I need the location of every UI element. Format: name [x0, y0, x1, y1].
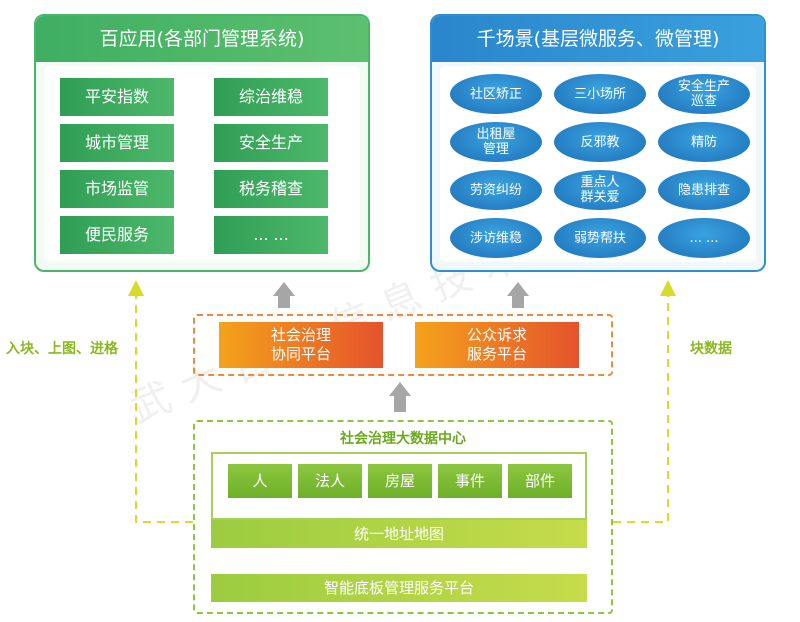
- right-connector-arrow: [660, 280, 676, 296]
- data-center-frame: [193, 420, 613, 614]
- scenarios-panel-body: 社区矫正 三小场所 安全生产巡查 出租屋管理 反邪教 精防 劳资纠纷 重点人群关…: [440, 66, 756, 262]
- applications-panel-body: 平安指数 综治维稳 城市管理 安全生产 市场监管 税务稽查 便民服务 ... .…: [44, 66, 360, 262]
- public-service-platform: 公众诉求服务平台: [415, 322, 579, 368]
- social-governance-platform: 社会治理协同平台: [219, 322, 383, 368]
- app-item: 城市管理: [60, 124, 174, 162]
- scenario-item: 精防: [658, 122, 750, 162]
- social-governance-platform-label: 社会治理协同平台: [270, 326, 331, 363]
- scenario-item: 安全生产巡查: [658, 74, 750, 114]
- scenarios-panel: 千场景(基层微服务、微管理) 社区矫正 三小场所 安全生产巡查 出租屋管理 反邪…: [430, 14, 766, 272]
- app-item: 市场监管: [60, 170, 174, 208]
- scenario-item: 三小场所: [554, 74, 646, 114]
- scenario-item: 弱势帮扶: [554, 218, 646, 258]
- data-cell: 房屋: [368, 464, 432, 498]
- right-connector-line: [613, 292, 669, 523]
- right-side-label: 块数据: [690, 341, 732, 357]
- app-item: 安全生产: [214, 124, 328, 162]
- public-service-platform-label: 公众诉求服务平台: [466, 326, 527, 363]
- data-cell: 部件: [508, 464, 572, 498]
- scenario-item: 劳资纠纷: [450, 170, 542, 210]
- scenario-item: 社区矫正: [450, 74, 542, 114]
- app-item: 平安指数: [60, 78, 174, 116]
- unified-address-map-bar: 统一地址地图: [211, 520, 587, 548]
- scenario-item: ... ...: [658, 218, 750, 258]
- app-item: ... ...: [214, 216, 328, 254]
- scenario-item-label: 重点人群关爱: [580, 175, 620, 205]
- base-platform-bar: 智能底板管理服务平台: [211, 574, 587, 602]
- scenario-item: 隐患排查: [658, 170, 750, 210]
- platforms-frame: [193, 314, 613, 376]
- scenario-item-label: 安全生产巡查: [678, 79, 731, 109]
- app-item: 便民服务: [60, 216, 174, 254]
- data-center-title: 社会治理大数据中心: [340, 431, 466, 447]
- scenario-item: 重点人群关爱: [554, 170, 646, 210]
- scenarios-panel-title: 千场景(基层微服务、微管理): [432, 16, 764, 62]
- app-item: 税务稽查: [214, 170, 328, 208]
- scenario-item-label: 出租屋管理: [476, 127, 516, 157]
- scenario-item: 涉访维稳: [450, 218, 542, 258]
- data-cell: 事件: [438, 464, 502, 498]
- applications-panel-title: 百应用(各部门管理系统): [36, 16, 368, 62]
- data-cell: 人: [228, 464, 292, 498]
- scenario-item: 出租屋管理: [450, 122, 542, 162]
- applications-panel: 百应用(各部门管理系统) 平安指数 综治维稳 城市管理 安全生产 市场监管 税务…: [34, 14, 370, 272]
- left-connector-arrow: [128, 280, 144, 296]
- app-item: 综治维稳: [214, 78, 328, 116]
- data-cell: 法人: [298, 464, 362, 498]
- left-connector-line: [135, 292, 193, 523]
- scenario-item: 反邪教: [554, 122, 646, 162]
- left-side-label: 入块、上图、进格: [6, 341, 118, 357]
